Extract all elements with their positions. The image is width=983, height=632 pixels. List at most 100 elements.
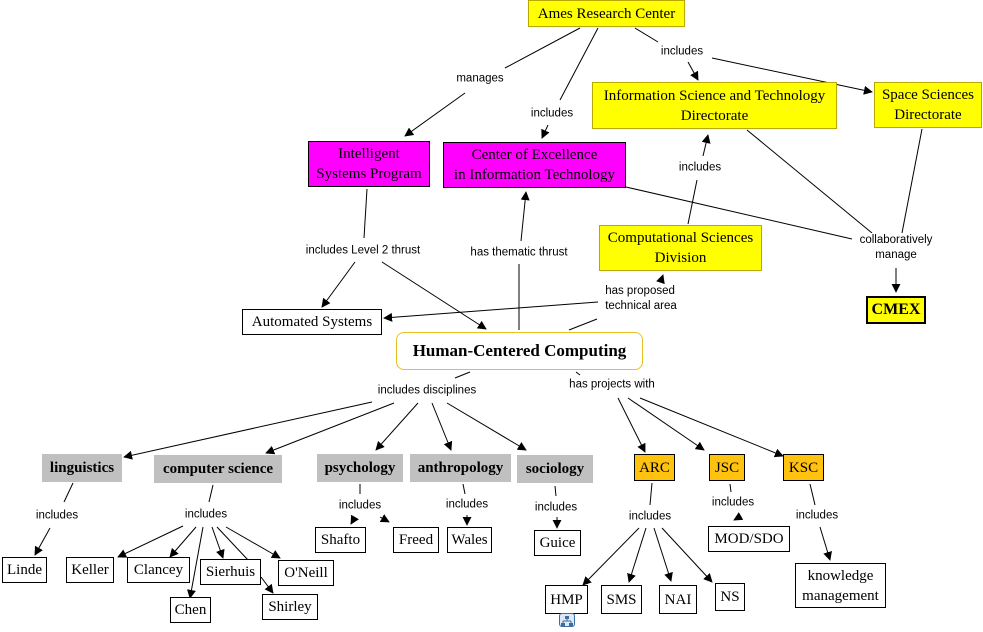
line-arc-includes [649, 482, 653, 506]
hierarchy-icon [561, 616, 573, 626]
node-clancey[interactable]: Clancey [127, 557, 190, 583]
line-ksc-includes [809, 483, 816, 506]
line-arc-hmp [582, 527, 640, 586]
line-includes-istd2 [701, 134, 711, 157]
node-shirley[interactable]: Shirley [262, 594, 318, 620]
node-arc[interactable]: ARC [634, 454, 675, 481]
link-label-jsc-includes: includes [711, 495, 755, 511]
line-istd-collab [746, 129, 873, 234]
link-label-ling-includes: includes [35, 508, 79, 524]
node-human-centered-computing[interactable]: Human-Centered Computing [396, 332, 643, 370]
line-arc-sms [627, 527, 647, 583]
node-knowledge-management[interactable]: knowledge management [795, 563, 886, 608]
node-intelligent-systems-program[interactable]: Intelligent Systems Program [308, 141, 430, 187]
node-guice[interactable]: Guice [534, 530, 581, 556]
line-isp-level2 [363, 188, 368, 239]
node-mod-sdo[interactable]: MOD/SDO [708, 526, 790, 552]
node-sms[interactable]: SMS [601, 585, 642, 614]
line-thematic-coe [520, 191, 530, 242]
link-label-includes-csd: includes [678, 160, 722, 176]
line-disc-anth [431, 402, 453, 451]
line-jsc-modsdo [733, 512, 744, 521]
line-proposed-csd [656, 274, 665, 285]
line-anth-includes [462, 483, 466, 495]
line-manages-isp [404, 92, 466, 137]
link-label-soc-includes: includes [534, 500, 578, 516]
line-hcc-proposed [568, 318, 598, 331]
line-cs-includes [208, 484, 214, 503]
link-label-manages: manages [456, 71, 504, 87]
line-proj-jsc [627, 397, 705, 451]
link-label-cs-includes: includes [184, 507, 228, 523]
link-label-includes-disciplines: includes disciplines [377, 383, 477, 399]
link-label-includes-istd: includes [660, 44, 704, 60]
line-ssd-collab [901, 128, 923, 234]
line-ling-linde [34, 527, 51, 556]
node-center-of-excellence[interactable]: Center of Excellence in Information Tech… [443, 142, 626, 188]
line-disc-soc [446, 402, 527, 451]
node-ns[interactable]: NS [715, 583, 745, 611]
line-psy-shafto [350, 514, 359, 525]
node-ames-research-center[interactable]: Ames Research Center [528, 0, 685, 27]
node-nai[interactable]: NAI [659, 585, 697, 614]
node-ksc[interactable]: KSC [783, 454, 824, 481]
node-jsc[interactable]: JSC [709, 454, 745, 481]
line-sierhuis-shirley [260, 576, 274, 594]
line-cs-clancey [169, 526, 197, 558]
link-label-psy-includes: includes [338, 498, 382, 514]
line-soc-includes [554, 485, 557, 497]
node-anthropology[interactable]: anthropology [410, 454, 511, 482]
line-cs-sierhuis [211, 526, 225, 559]
line-includes-ssd [711, 57, 873, 95]
node-computational-sciences-division[interactable]: Computational Sciences Division [599, 225, 762, 271]
submap-icon[interactable] [559, 613, 575, 627]
link-label-thematic-thrust: has thematic thrust [470, 245, 568, 261]
line-disc-ling [123, 401, 373, 460]
node-hmp[interactable]: HMP [545, 585, 588, 614]
node-keller[interactable]: Keller [66, 557, 114, 583]
line-includes-istd [687, 61, 699, 81]
line-jsc-includes [729, 483, 732, 493]
node-space-sciences-directorate[interactable]: Space Sciences Directorate [874, 82, 982, 128]
line-proposed-auto [383, 301, 599, 322]
node-linguistics[interactable]: linguistics [42, 454, 122, 482]
link-label-level2-thrust: includes Level 2 thrust [305, 243, 421, 259]
node-psychology[interactable]: psychology [317, 454, 403, 482]
node-cmex[interactable]: CMEX [866, 296, 926, 324]
node-info-science-tech-directorate[interactable]: Information Science and Technology Direc… [592, 82, 837, 129]
line-disc-cs [265, 402, 395, 455]
line-ames-includes2 [634, 27, 659, 43]
line-includes-coe [541, 124, 550, 139]
line-hcc-projects [575, 371, 581, 376]
line-level2-auto [321, 261, 356, 308]
line-disc-psy [375, 402, 419, 451]
line-proj-ksc [639, 397, 784, 458]
line-cs-chen [187, 526, 204, 599]
line-cs-shirley [216, 526, 249, 561]
line-ames-includes [559, 27, 599, 101]
node-wales[interactable]: Wales [447, 527, 492, 553]
link-label-anth-includes: includes [445, 497, 489, 513]
link-label-arc-includes: includes [628, 509, 672, 525]
node-freed[interactable]: Freed [393, 527, 439, 553]
node-chen[interactable]: Chen [170, 597, 211, 623]
link-label-includes-coe: includes [530, 106, 574, 122]
line-arc-ns [661, 527, 713, 583]
node-sierhuis[interactable]: Sierhuis [200, 559, 261, 585]
line-arc-nai [653, 527, 673, 582]
node-shafto[interactable]: Shafto [315, 527, 366, 553]
node-computer-science[interactable]: computer science [154, 455, 282, 483]
line-ames-manages [504, 27, 581, 69]
node-linde[interactable]: Linde [2, 557, 47, 583]
line-proj-arc [617, 397, 646, 453]
node-oneill[interactable]: O'Neill [278, 560, 334, 586]
line-ksc-km [819, 526, 832, 561]
node-automated-systems[interactable]: Automated Systems [242, 309, 382, 335]
line-cs-oneill [225, 526, 281, 559]
line-coe-collab [625, 186, 853, 240]
link-label-proposed-technical-area: has proposed technical area [605, 284, 677, 314]
link-label-collaboratively-manage: collaboratively manage [859, 233, 933, 263]
node-sociology[interactable]: sociology [517, 455, 593, 483]
line-cs-keller [117, 525, 184, 558]
